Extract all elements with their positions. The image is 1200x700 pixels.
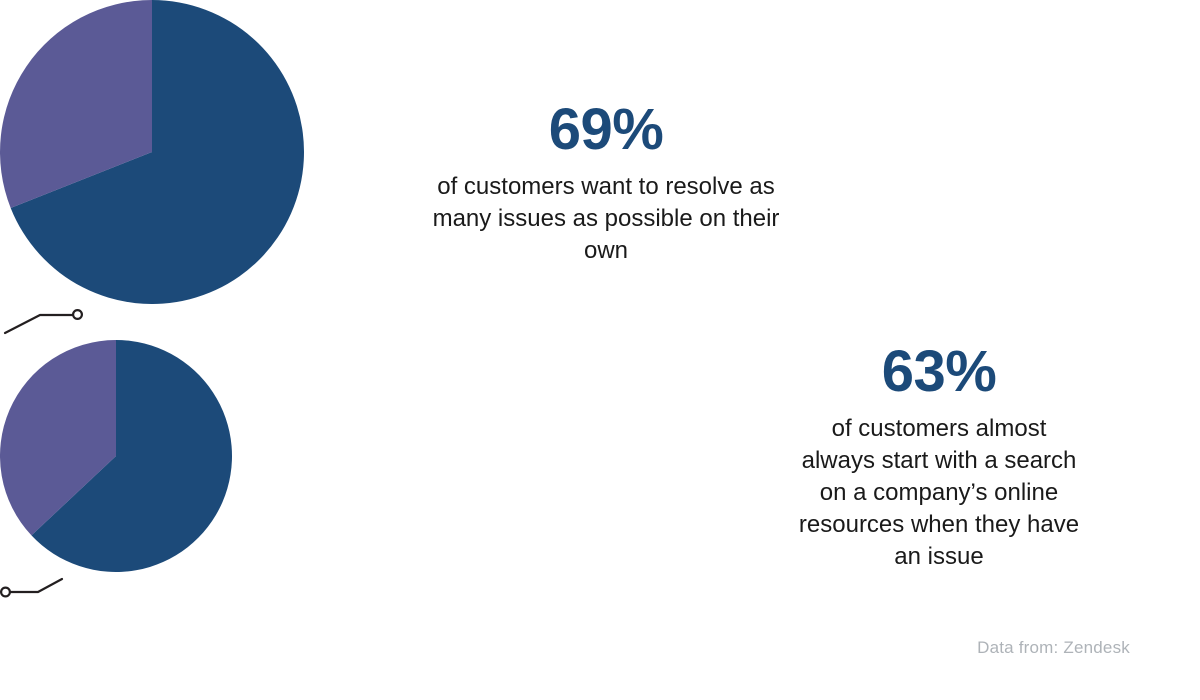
source-attribution: Data from: Zendesk bbox=[977, 638, 1130, 657]
pie-chart-63 bbox=[0, 340, 232, 572]
pie-chart-69-svg bbox=[0, 0, 304, 304]
stat-number-69: 69% bbox=[548, 97, 664, 162]
leader-line-63 bbox=[0, 572, 68, 600]
pie-chart-63-svg bbox=[0, 340, 232, 572]
callout-63: 63% of customers almost always start wit… bbox=[793, 339, 1085, 573]
pie-slice-primary bbox=[10, 0, 304, 304]
pie-slice-secondary bbox=[0, 0, 153, 208]
leader-endpoint-ring bbox=[0, 586, 11, 598]
stat-number-63: 63% bbox=[881, 339, 997, 404]
pie-chart-69 bbox=[0, 0, 304, 304]
leader-line-69-svg bbox=[3, 308, 83, 335]
leader-line-63-svg bbox=[0, 577, 64, 598]
stat-description-69: of customers want to resolve as many iss… bbox=[432, 172, 780, 264]
leader-line-69 bbox=[0, 304, 86, 340]
stat-description-63: of customers almost always start with a … bbox=[798, 414, 1080, 570]
callout-69: 69% of customers want to resolve as many… bbox=[430, 97, 782, 267]
pie-slice-primary bbox=[31, 340, 232, 572]
pie-slice-secondary bbox=[0, 340, 116, 536]
leader-endpoint-ring bbox=[71, 308, 83, 321]
leader-polyline bbox=[9, 577, 64, 594]
leader-polyline bbox=[3, 313, 74, 335]
